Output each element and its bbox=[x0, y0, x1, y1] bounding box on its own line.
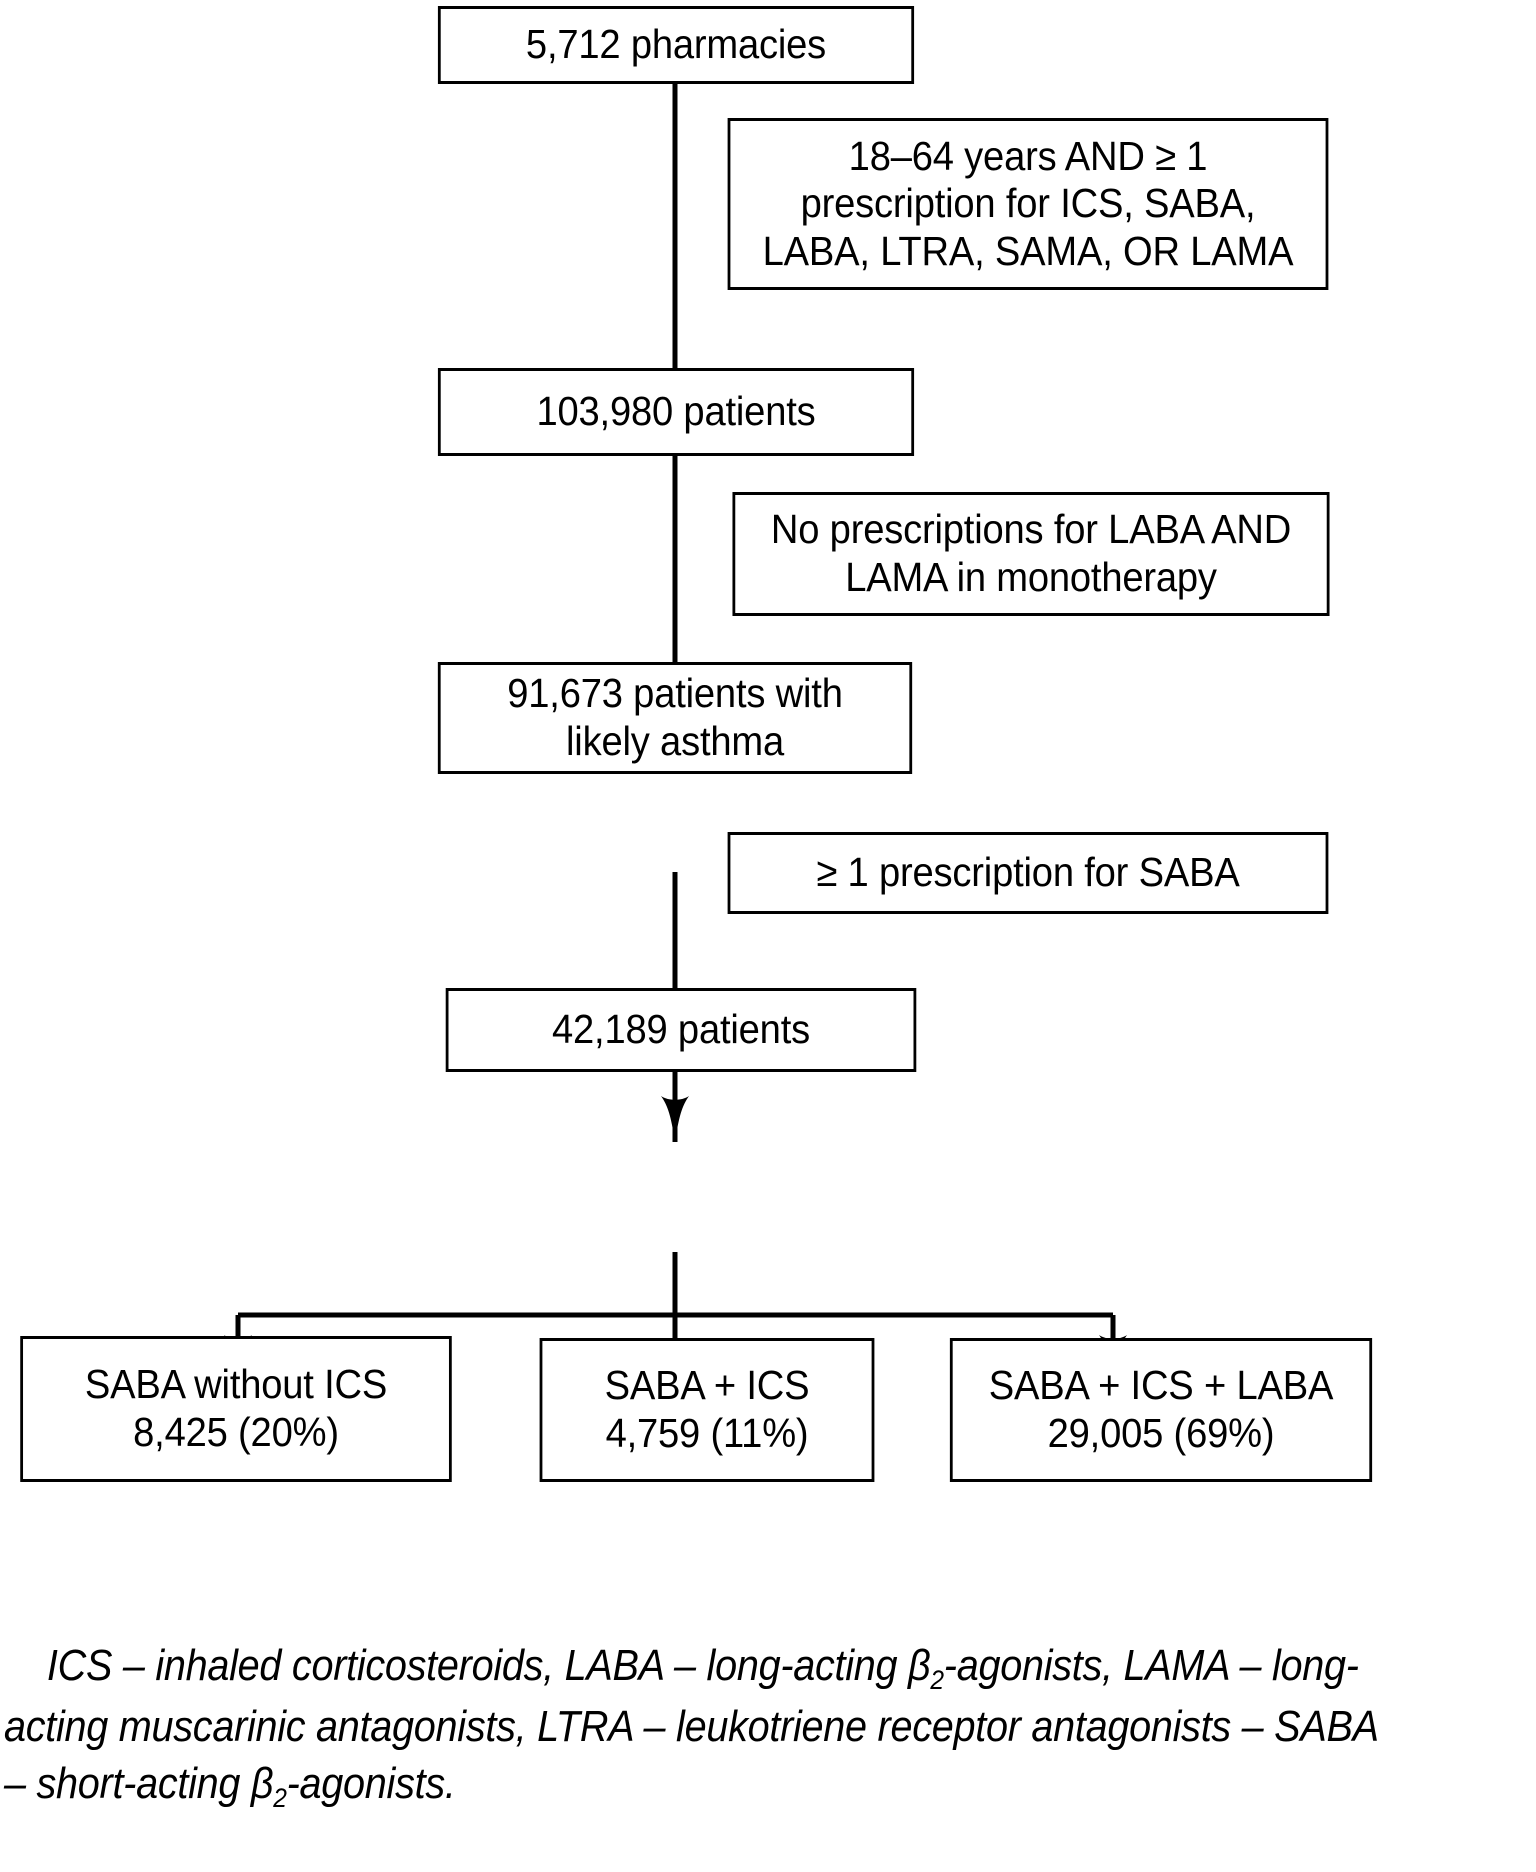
node-pharmacies[interactable]: 5,712 pharmacies bbox=[437, 6, 915, 84]
footnote-sub-2: 2 bbox=[273, 1781, 287, 1813]
criterion-age-and-prescription[interactable]: 18–64 years AND ≥ 1 prescription for ICS… bbox=[727, 118, 1329, 290]
terminal-saba-without-ics[interactable]: SABA without ICS 8,425 (20%) bbox=[20, 1336, 452, 1482]
footnote-seg-3: -agonists. bbox=[286, 1758, 456, 1808]
node-saba-cohort[interactable]: 42,189 patients bbox=[445, 988, 917, 1072]
node-saba-cohort-line-1: 42,189 patients bbox=[552, 1006, 810, 1053]
terminal-saba-plus-ics-value: 4,759 (11%) bbox=[605, 1410, 809, 1456]
terminal-saba-plus-ics-label: SABA + ICS bbox=[604, 1362, 810, 1409]
arrowhead-n4 bbox=[661, 1096, 689, 1142]
node-patients-total[interactable]: 103,980 patients bbox=[437, 368, 915, 456]
flowchart-canvas: 5,712 pharmacies 103,980 patients 91,673… bbox=[4, 6, 1378, 1813]
criterion-age-line-3: LABA, LTRA, SAMA, OR LAMA bbox=[762, 227, 1294, 274]
node-likely-asthma[interactable]: 91,673 patients with likely asthma bbox=[437, 662, 913, 774]
terminal-saba-plus-ics[interactable]: SABA + ICS 4,759 (11%) bbox=[539, 1338, 875, 1482]
criterion-no-mono-line-2: LAMA in monotherapy bbox=[845, 554, 1217, 600]
abbreviations-footnote: ICS – inhaled corticosteroids, LABA – lo… bbox=[4, 1580, 1383, 1872]
terminal-saba-without-ics-value: 8,425 (20%) bbox=[133, 1409, 339, 1455]
criterion-no-mono-line-1: No prescriptions for LABA AND bbox=[770, 506, 1292, 553]
criterion-age-line-2: prescription for ICS, SABA, bbox=[800, 180, 1256, 227]
criterion-no-laba-lama-mono[interactable]: No prescriptions for LABA AND LAMA in mo… bbox=[732, 492, 1330, 616]
node-likely-asthma-line-1: 91,673 patients with bbox=[507, 670, 843, 717]
node-likely-asthma-line-2: likely asthma bbox=[566, 718, 784, 764]
terminal-saba-ics-laba-value: 29,005 (69%) bbox=[1047, 1410, 1275, 1456]
criterion-age-line-1: 18–64 years AND ≥ 1 bbox=[848, 132, 1208, 179]
terminal-saba-ics-laba-label: SABA + ICS + LABA bbox=[988, 1362, 1334, 1409]
footnote-seg-1: ICS – inhaled corticosteroids, LABA – lo… bbox=[46, 1641, 931, 1691]
terminal-saba-ics-laba[interactable]: SABA + ICS + LABA 29,005 (69%) bbox=[949, 1338, 1373, 1482]
node-pharmacies-line-1: 5,712 pharmacies bbox=[525, 21, 827, 68]
footnote-sub-1: 2 bbox=[930, 1664, 944, 1696]
criterion-saba-prescription[interactable]: ≥ 1 prescription for SABA bbox=[727, 832, 1329, 914]
terminal-saba-without-ics-label: SABA without ICS bbox=[84, 1361, 388, 1408]
node-patients-total-line-1: 103,980 patients bbox=[536, 388, 816, 435]
criterion-saba-line-1: ≥ 1 prescription for SABA bbox=[816, 849, 1240, 896]
